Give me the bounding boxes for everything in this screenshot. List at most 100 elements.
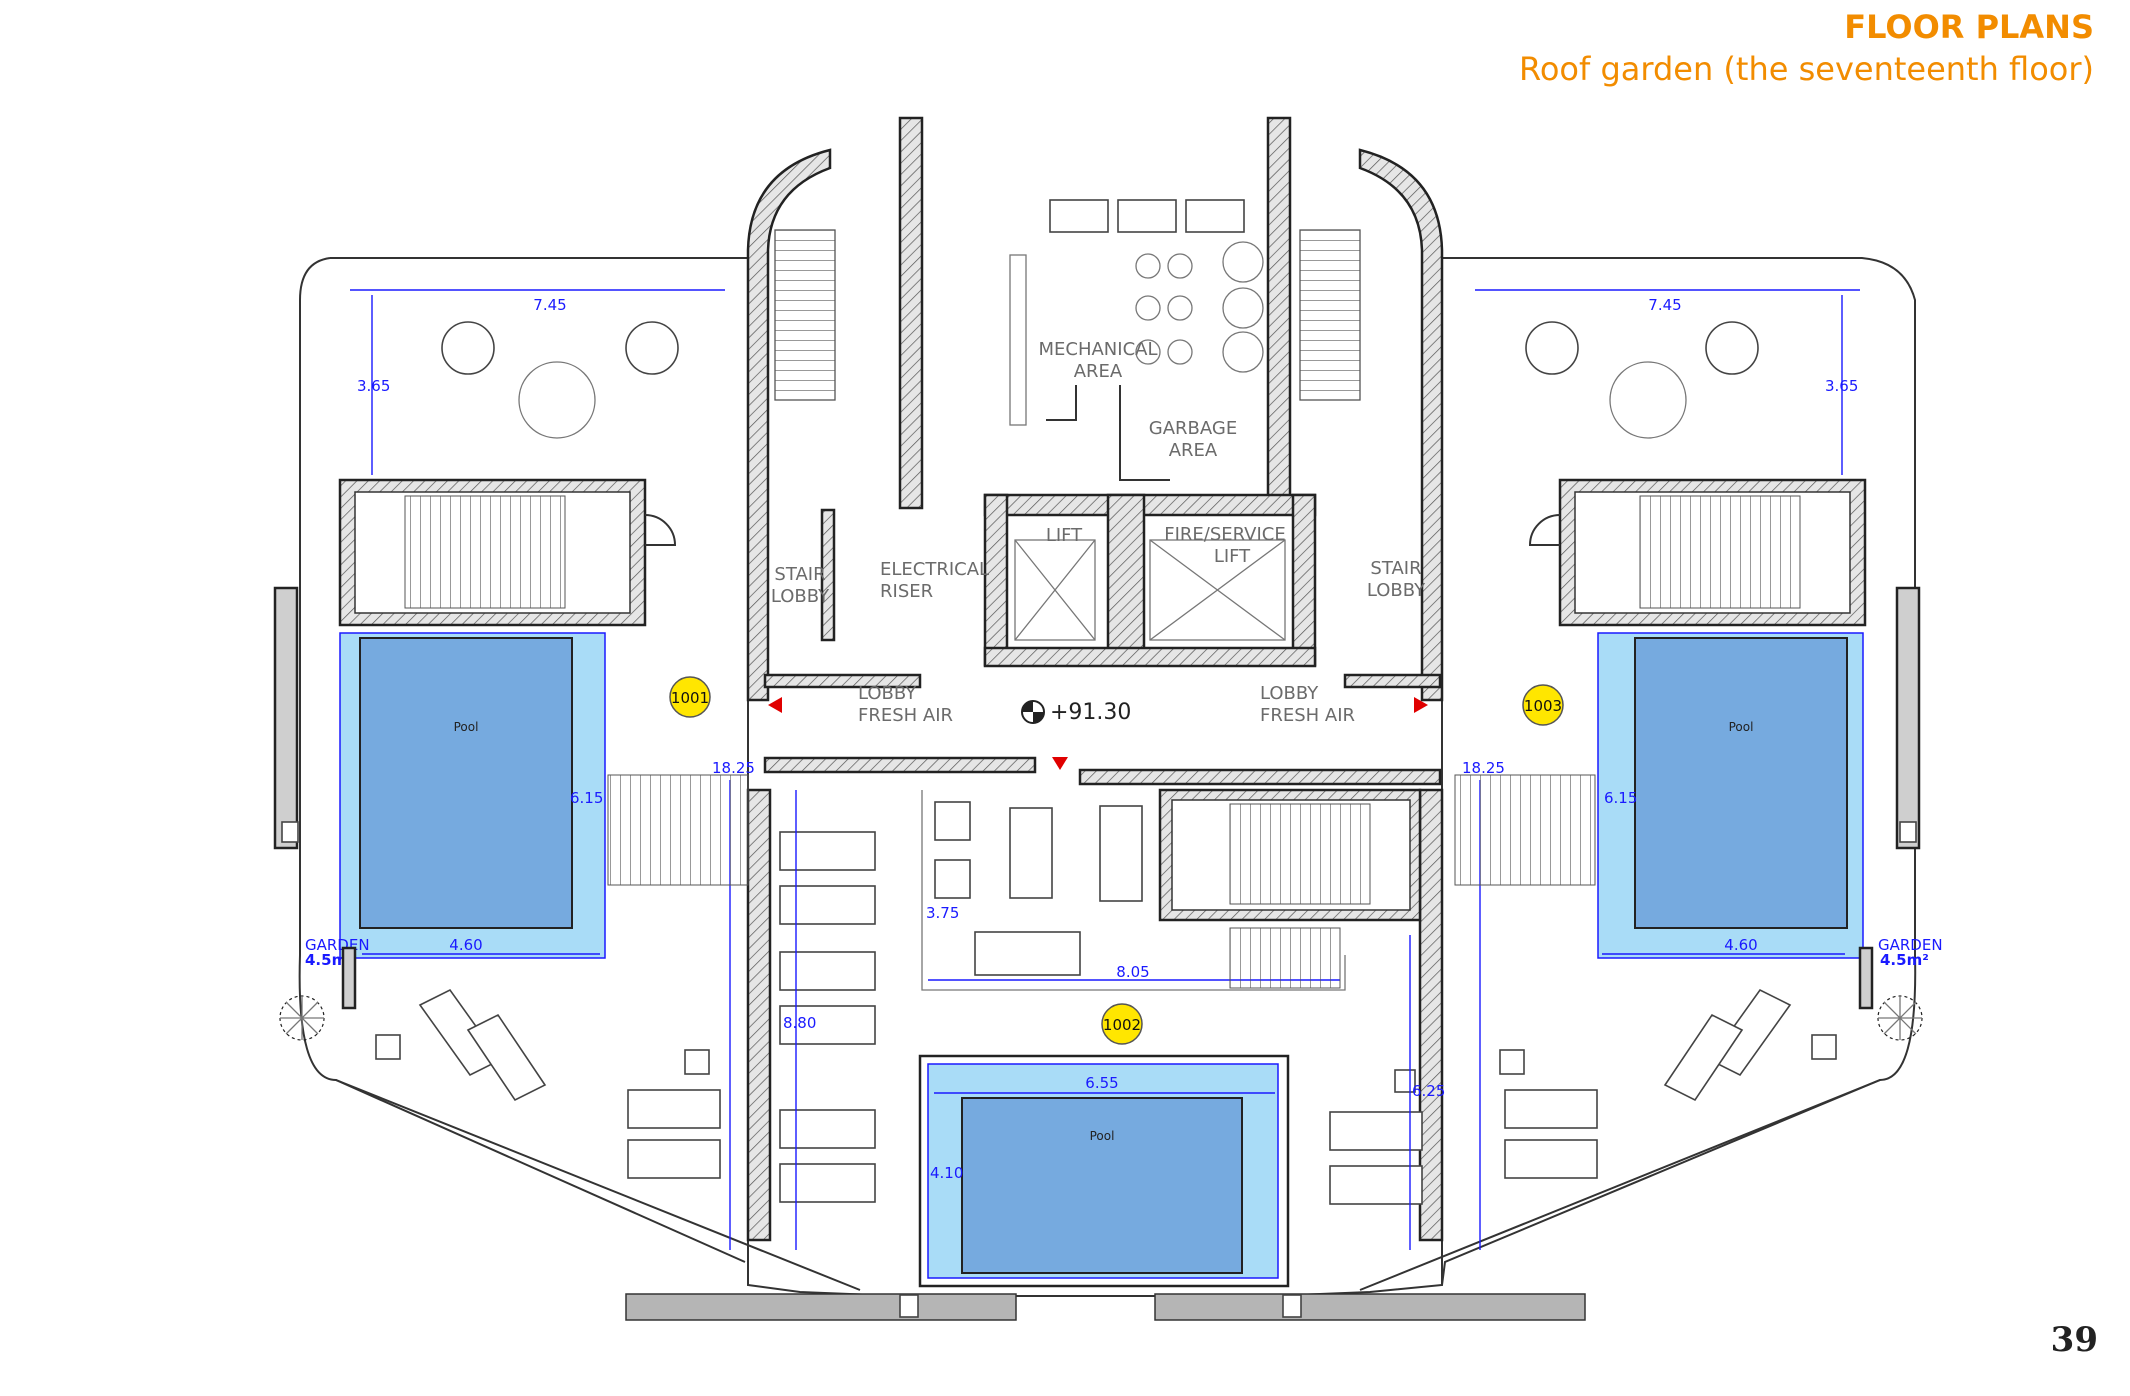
dim-deck-depth: 8.80 <box>783 1014 816 1032</box>
core-wall-deck-left <box>746 788 772 1242</box>
chair-right-1 <box>1525 321 1579 375</box>
pool-right <box>1634 637 1848 929</box>
core-wall-lobby-bottom-right <box>1078 768 1442 786</box>
core-wall-lobby-bottom-left <box>763 756 1037 774</box>
chair-left-1 <box>441 321 495 375</box>
pool-center <box>961 1097 1243 1274</box>
terrace-edge-line <box>335 1079 1881 1291</box>
stair-lobby-left-label: STAIR <box>774 564 825 585</box>
page-subtitle: Roof garden (the seventeenth floor) <box>1519 50 2094 88</box>
right-facade-strip <box>1895 586 1921 850</box>
core-wall-lobby-left <box>763 673 922 689</box>
chair-left-2 <box>625 321 679 375</box>
unit-badge-1001 <box>669 676 711 718</box>
dim-terrace-left-width: 7.45 <box>533 296 566 314</box>
core-wall-left-round <box>746 148 832 702</box>
lobby-left-label-2: FRESH AIR <box>858 705 953 726</box>
core-wall-lift-mid <box>1106 493 1146 667</box>
elevation-label: +91.30 <box>1050 700 1131 725</box>
stair-lobby-right-label: STAIR <box>1370 558 1421 579</box>
entry-arrow-left-icon <box>768 697 782 713</box>
tree-left-icon <box>279 995 325 1041</box>
building-outline <box>298 257 1917 1297</box>
center-stair-treads <box>1229 803 1371 905</box>
core-wall-mech-right <box>1266 116 1292 510</box>
unit-badge-1003 <box>1522 684 1564 726</box>
core-wall-right-round <box>1358 148 1444 702</box>
garden-right-label: GARDEN <box>1878 936 1943 954</box>
tree-right-icon <box>1877 995 1923 1041</box>
stair-right-core <box>1299 229 1361 401</box>
lobby-right-label-2: FRESH AIR <box>1260 705 1355 726</box>
stair-lobby-left-label-2: LOBBY <box>771 586 830 607</box>
lift-shaft <box>1014 539 1096 641</box>
mechanical-area-label-2: AREA <box>1074 361 1123 382</box>
right-stair-treads <box>1639 495 1801 609</box>
garden-right-planter <box>1858 946 1874 1010</box>
electrical-riser-label-2: RISER <box>880 581 933 602</box>
core-wall-lift-top <box>983 493 1317 517</box>
left-stair-treads <box>404 495 566 609</box>
dim-pool-center-width: 6.55 <box>1085 1074 1118 1092</box>
garbage-area-label-2: AREA <box>1169 440 1218 461</box>
dim-side-left-depth: 18.25 <box>712 759 755 777</box>
dim-terrace-right-depth: 3.65 <box>1825 377 1858 395</box>
garbage-area-label: GARBAGE <box>1149 418 1237 439</box>
core-wall-deck-right <box>1418 788 1444 1242</box>
entry-arrow-center-icon <box>1052 757 1068 770</box>
right-steps <box>1454 774 1596 886</box>
dim-pool-right-length: 6.15 <box>1604 789 1637 807</box>
left-column <box>281 821 299 843</box>
table-right <box>1609 361 1687 439</box>
core-wall-lift-bottom <box>983 646 1317 668</box>
dim-terrace-left-depth: 3.65 <box>357 377 390 395</box>
sun-loungers-left <box>375 988 721 1179</box>
dim-pool-center-depth: 4.10 <box>930 1164 963 1182</box>
mechanical-area-label: MECHANICAL <box>1038 339 1157 360</box>
chair-right-2 <box>1705 321 1759 375</box>
garden-left-area: 4.5m² <box>305 951 354 969</box>
dim-right-deck-depth: 6.25 <box>1412 1082 1445 1100</box>
table-left <box>518 361 596 439</box>
unit-badge-1002 <box>1101 1003 1143 1045</box>
lounge-outline <box>921 790 1346 991</box>
core-wall-lobby-right <box>1343 673 1442 689</box>
bottom-facade-right <box>1154 1293 1586 1321</box>
unit-label-1002: 1002 <box>1103 1016 1141 1034</box>
lounge-furniture <box>934 801 1143 976</box>
left-facade-strip <box>273 586 299 850</box>
stair-left-core <box>774 229 836 401</box>
core-wall-lift-left <box>983 493 1009 667</box>
garden-right-area: 4.5m² <box>1880 951 1929 969</box>
pool-left <box>359 637 573 929</box>
lobby-right-label: LOBBY <box>1260 683 1319 704</box>
fire-lift-label-2: LIFT <box>1214 546 1251 567</box>
dim-terrace-right-width: 7.45 <box>1648 296 1681 314</box>
pool-left-label: Pool <box>454 720 479 734</box>
mechanical-equipment <box>1009 199 1264 481</box>
lift-label: LIFT <box>1046 525 1083 546</box>
dim-lounge-depth: 3.75 <box>926 904 959 922</box>
fire-lift-label: FIRE/SERVICE <box>1164 524 1286 545</box>
unit-label-1001: 1001 <box>671 689 709 707</box>
pool-right-label: Pool <box>1729 720 1754 734</box>
left-steps <box>607 774 749 886</box>
page-number: 39 <box>2050 1320 2098 1360</box>
entry-arrow-right-icon <box>1414 697 1428 713</box>
page-title: FLOOR PLANS <box>1844 8 2094 46</box>
garden-left-planter <box>341 946 357 1010</box>
fire-lift-shaft <box>1149 539 1286 641</box>
stair-lobby-right-label-2: LOBBY <box>1367 580 1426 601</box>
core-wall-mech-left <box>898 116 924 510</box>
right-column <box>1899 821 1917 843</box>
core-wall-electrical <box>820 508 836 642</box>
lobby-left-label: LOBBY <box>858 683 917 704</box>
electrical-riser-label: ELECTRICAL <box>880 559 989 580</box>
dim-side-right-depth: 18.25 <box>1462 759 1505 777</box>
sun-loungers-right <box>1329 988 1837 1205</box>
dim-pool-left-width: 4.60 <box>449 936 482 954</box>
unit-label-1003: 1003 <box>1524 697 1562 715</box>
bottom-facade-left <box>625 1293 1017 1321</box>
dim-lounge-width: 8.05 <box>1116 963 1149 981</box>
